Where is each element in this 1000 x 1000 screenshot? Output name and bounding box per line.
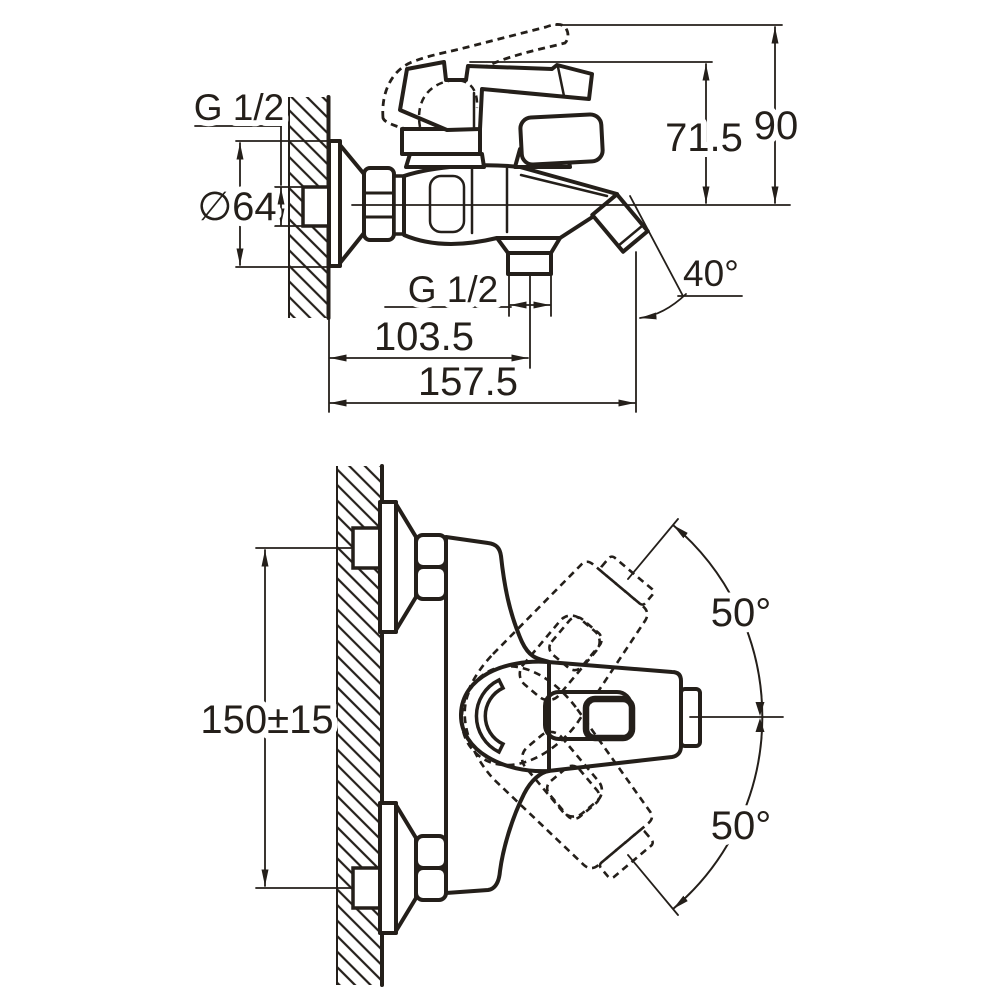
- handle-knob-inset: [582, 695, 636, 742]
- dim-total-height: 90: [555, 24, 804, 204]
- front-view: 50° 50° 150±15: [194, 464, 784, 987]
- swing-arc: [672, 524, 764, 910]
- wall-pipe-stub: [301, 185, 331, 228]
- shower-outlet: [495, 236, 562, 276]
- top-pipe-stub: [351, 526, 384, 570]
- dim-outlet-thread: G 1/2: [384, 263, 552, 369]
- dim-handle-height: 71.5: [469, 61, 749, 204]
- label-depth-to-outlet: 103.5: [374, 315, 474, 359]
- dim-total-depth: 157.5: [329, 354, 636, 410]
- spout-tip: [590, 192, 650, 254]
- label-swing-up: 50°: [711, 591, 772, 635]
- dim-handle-swing: 50° 50°: [627, 518, 784, 916]
- label-total-depth: 157.5: [418, 360, 518, 404]
- label-spout-angle: 40°: [683, 253, 739, 294]
- cartridge-cap: [400, 127, 482, 156]
- connection-nut: [362, 166, 396, 242]
- escutcheon: [327, 139, 406, 268]
- label-outlet-thread: G 1/2: [408, 269, 499, 310]
- label-wall-thread: G 1/2: [194, 87, 285, 128]
- label-connection-spacing: 150±15: [200, 698, 333, 742]
- body-inner-contour: [428, 174, 466, 234]
- label-flange-diameter: ∅64: [197, 185, 276, 229]
- dim-flange-diameter: ∅64: [191, 140, 341, 268]
- label-swing-down: 50°: [711, 804, 772, 848]
- dim-connection-spacing: 150±15: [194, 549, 340, 887]
- label-handle-height: 71.5: [665, 116, 743, 160]
- spout-inner-line: [519, 173, 609, 198]
- side-view: G 1/2 ∅64 71.5 90 40°: [188, 22, 804, 413]
- dim-spout-angle: 40°: [629, 195, 745, 413]
- bottom-pipe-stub: [351, 866, 384, 910]
- top-connection: [351, 500, 448, 634]
- bottom-connection: [351, 801, 448, 935]
- dim-wall-thread: G 1/2: [188, 81, 331, 227]
- label-total-height: 90: [754, 104, 799, 148]
- handle-crescent-detail: [474, 677, 506, 755]
- dim-depth-to-outlet: 103.5: [328, 309, 529, 413]
- diverter-knob: [513, 112, 605, 169]
